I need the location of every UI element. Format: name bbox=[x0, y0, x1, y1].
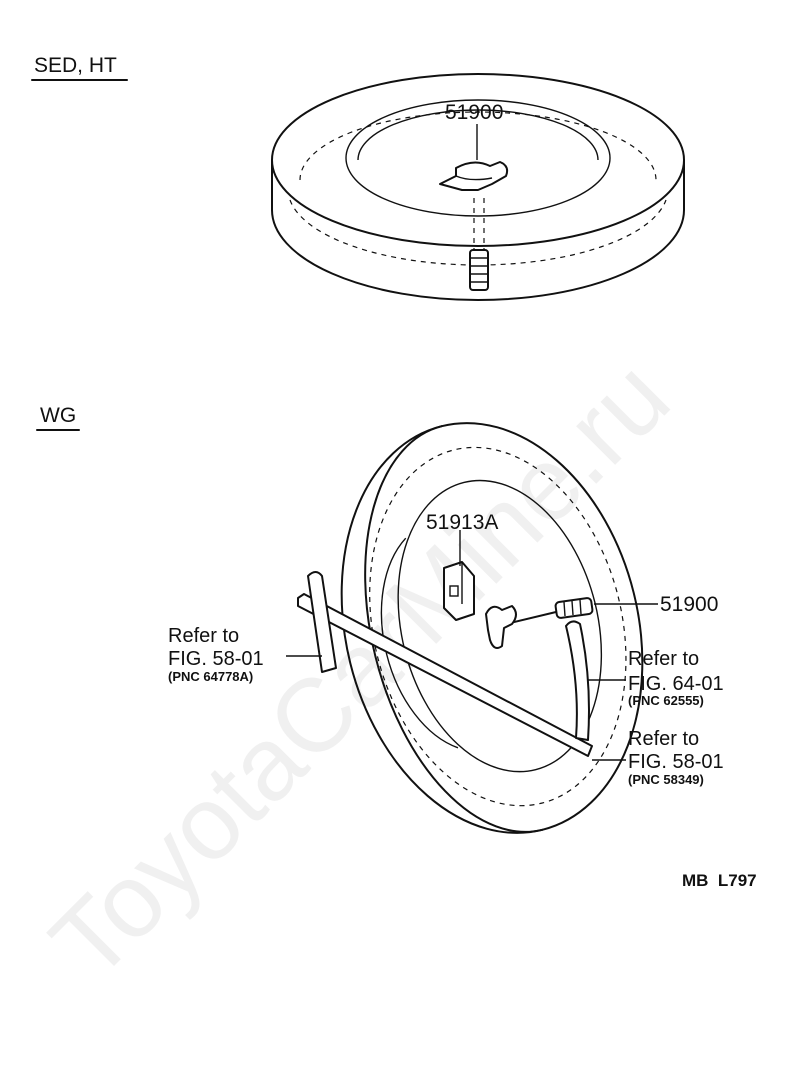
watermark: ToyotaCarMine.ru bbox=[29, 339, 691, 1001]
ref-right1-pnc: (PNC 62555) bbox=[628, 693, 704, 708]
part-number-51900-wg: 51900 bbox=[660, 593, 718, 616]
ref-right2-pnc: (PNC 58349) bbox=[628, 772, 704, 787]
strap-pnc-58349 bbox=[297, 593, 593, 757]
hold-down-bolt-sed-ht bbox=[439, 161, 509, 291]
ref-right1-refer: Refer to bbox=[628, 648, 699, 670]
hold-down-bolt-wg bbox=[485, 597, 594, 649]
section-label-wg: WG bbox=[40, 404, 76, 427]
strap-pnc-64778a bbox=[307, 571, 337, 673]
spare-tire-wg bbox=[340, 422, 644, 834]
ref-right2-fig: FIG. 58-01 bbox=[628, 751, 724, 773]
diagram-code: MB L797 bbox=[682, 871, 757, 890]
section-label-sed-ht: SED, HT bbox=[34, 54, 117, 77]
ref-left-refer: Refer to bbox=[168, 625, 239, 647]
ref-right1-fig: FIG. 64-01 bbox=[628, 673, 724, 695]
ref-left-fig: FIG. 58-01 bbox=[168, 648, 264, 670]
part-number-51913a: 51913A bbox=[426, 511, 498, 534]
ref-right2-refer: Refer to bbox=[628, 728, 699, 750]
pad-pnc-62555 bbox=[565, 620, 590, 741]
spare-tire-sed-ht bbox=[271, 73, 685, 301]
part-number-51900-sed: 51900 bbox=[445, 101, 503, 124]
bracket-51913a bbox=[443, 561, 475, 621]
ref-left-pnc: (PNC 64778A) bbox=[168, 669, 253, 684]
